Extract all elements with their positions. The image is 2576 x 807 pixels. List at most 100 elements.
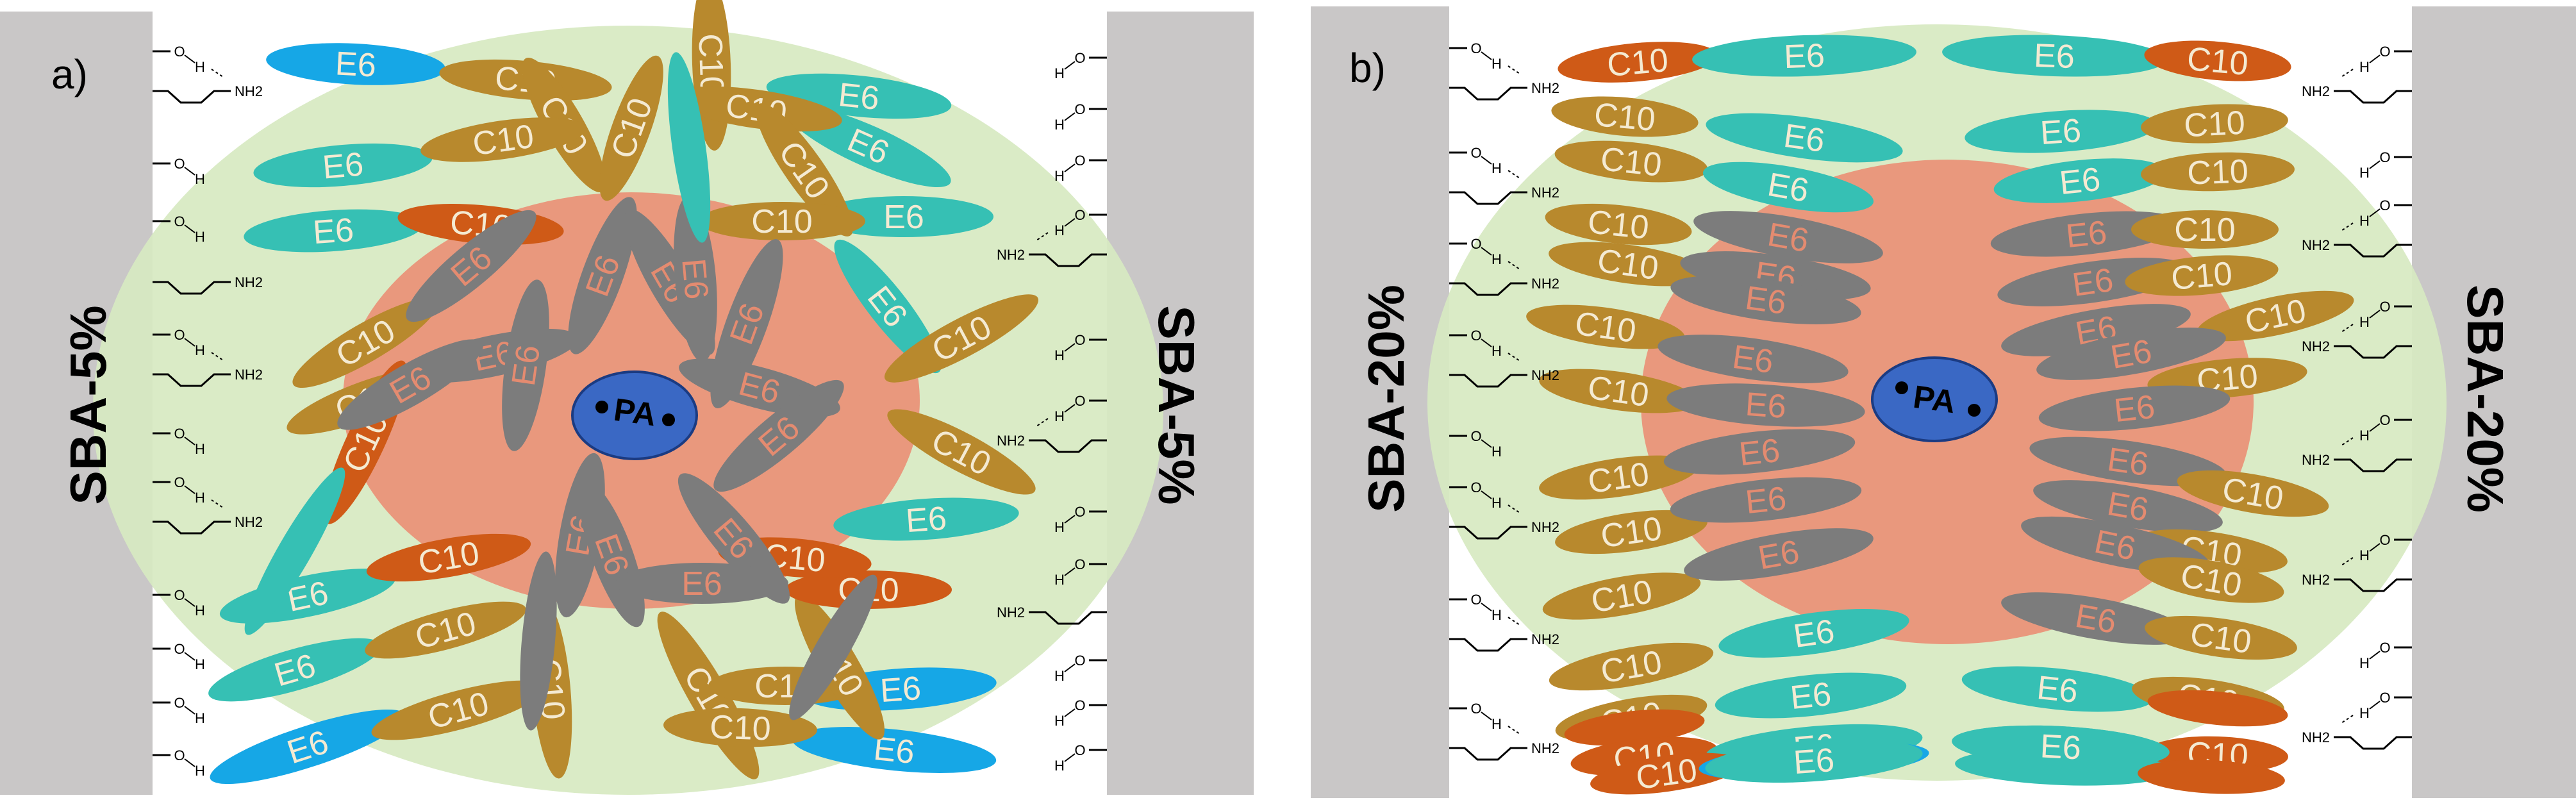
c10-label: C10 [470,118,536,163]
e6-label: E6 [1792,742,1836,781]
silanol-group: OH [153,474,205,506]
block-shape [2029,437,2227,487]
e6-block: E6 [253,143,433,188]
hbond-dashes [1508,170,1520,179]
c10-block: C10 [1590,752,1743,797]
c10-label: C10 [1599,510,1665,556]
e6-block: E6 [1706,113,1903,163]
hydrogen-label: H [1054,347,1065,363]
oxygen-label: O [2379,532,2390,548]
e6-label: E6 [1788,676,1832,717]
block-shape [2144,40,2291,81]
block-shape [599,55,663,201]
silanol-group: OH [153,587,205,619]
oxygen-label: O [1470,428,1481,444]
amine-label: NH2 [997,433,1025,449]
block-shape [1549,242,1708,287]
silanol-group: OH [1449,592,1502,623]
e6-label: E6 [2033,37,2075,76]
block-shape [1539,369,1698,413]
c10-label: C10 [1595,242,1661,288]
hbond-dashes [211,69,224,78]
block-shape [2001,304,2191,356]
block-shape [420,117,586,162]
e6-block: E6 [1952,725,2170,769]
c10-label: C10 [2174,212,2235,249]
oxygen-label: O [2379,197,2390,213]
e6-block: E6 [615,563,788,604]
silanol-group: OH [153,641,205,672]
hbond-dashes [1036,232,1049,241]
block-shape [2145,615,2297,660]
e6-block: E6 [1666,383,1865,427]
oxygen-label: O [174,474,185,490]
e6-label: E6 [1743,480,1788,521]
silanol-group: OH [1054,101,1107,133]
silanol-group: OH [1449,428,1502,460]
hydrogen-label: H [1054,65,1065,81]
hydrogen-label: H [1492,160,1502,176]
panel-b-left-sba-label: SBA-20% [1358,285,1415,513]
aminopropyl-group: NH2 [2302,338,2412,359]
hydrogen-label: H [195,710,205,726]
silanol-group: OH [2359,197,2412,229]
hbond-dashes [1508,504,1520,513]
e6-label: E6 [2057,161,2102,202]
block-shape [292,298,438,388]
e6-label: E6 [2035,669,2079,710]
block-shape [2036,328,2226,380]
c10-label: C10 [1573,305,1639,351]
oxygen-label: O [2379,690,2390,706]
hydrogen-label: H [195,441,205,457]
hbond-dashes [2341,69,2354,78]
e6-label: E6 [2040,728,2082,767]
block-shape [1692,35,1916,77]
silanol-group: OH [2359,299,2412,330]
block-shape [366,533,531,582]
c10-label: C10 [709,708,771,747]
aminopropyl-group: NH2 [997,247,1107,267]
e6-block: E6 [244,209,423,253]
block-shape [833,497,1019,541]
e6-label: E6 [836,76,881,117]
block-shape [1715,672,1907,719]
hydrogen-label: H [1054,222,1065,238]
aminopropyl-group: NH2 [153,367,263,387]
e6-label: E6 [2112,388,2156,429]
c10-label: C10 [1586,456,1652,501]
panel-a-left-sba-label: SBA-5% [60,305,117,504]
block-shape [2131,210,2279,249]
silanol-group: OH [1449,328,1502,359]
panel-a-pa-dot-left [595,401,608,413]
c10-block: C10 [420,117,586,163]
c10-block: C10 [1554,140,1708,184]
block-shape [1554,140,1708,183]
hbond-dashes [2341,715,2354,724]
e6-block: E6 [1942,35,2166,77]
e6-block: E6 [1670,276,1861,324]
hydrogen-label: H [1054,168,1065,184]
block-shape [1542,572,1701,620]
block-shape [1718,609,1909,658]
hbond-dashes [1508,726,1520,735]
c10-block: C10 [1551,96,1699,138]
e6-label: E6 [879,670,922,710]
amine-label: NH2 [2302,572,2330,588]
block-shape [2038,385,2231,431]
e6-block: E6 [1658,335,1849,383]
block-shape [1706,113,1903,163]
block-shape [1942,35,2166,77]
silanol-group: OH [1054,207,1107,238]
c10-block: C10 [2144,40,2291,83]
e6-block [667,52,711,243]
aminopropyl-group: NH2 [153,274,263,295]
c10-block: C10 [2141,104,2288,144]
hydrogen-label: H [1054,758,1065,774]
block-shape [2141,104,2288,144]
panel-b-letter: b) [1349,45,1386,91]
e6-label: E6 [335,45,378,84]
amine-label: NH2 [997,247,1025,263]
hbond-dashes [211,499,224,508]
e6-label: E6 [681,565,722,603]
hydrogen-label: H [1054,713,1065,729]
